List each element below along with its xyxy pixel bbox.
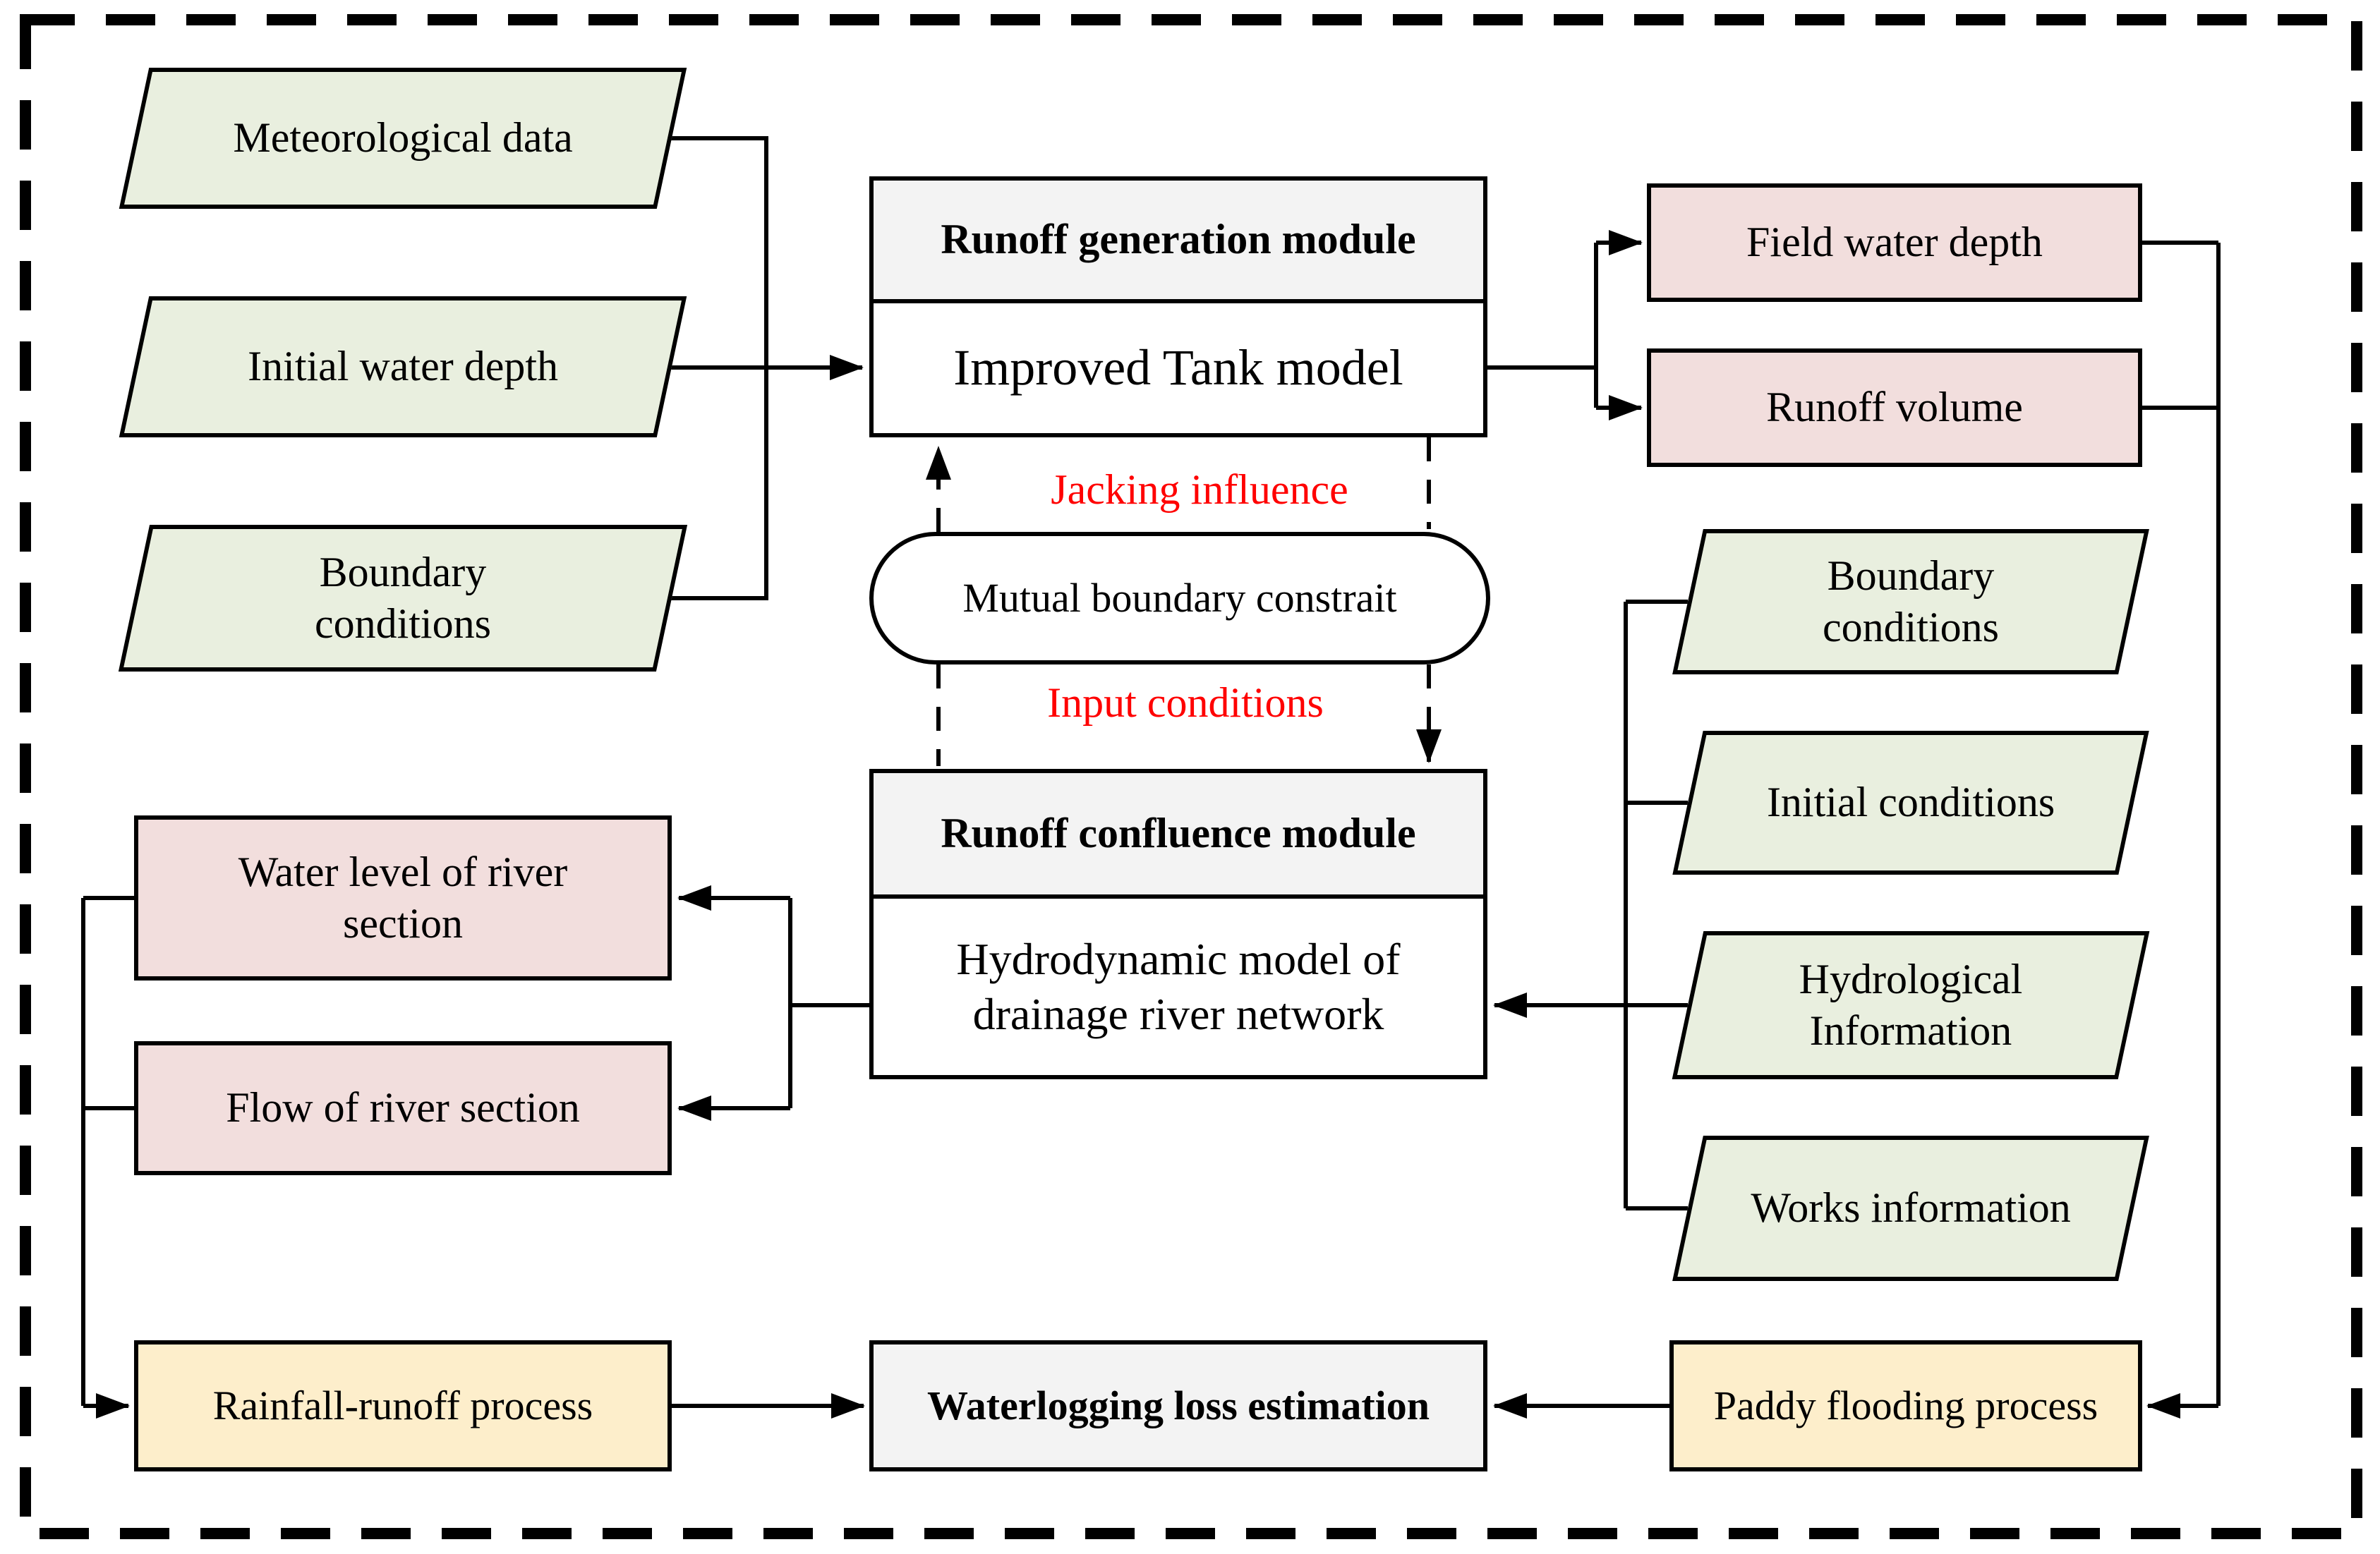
input-meteorological-data: Meteorological data: [119, 68, 687, 209]
node-label: Initial conditions: [1766, 779, 2055, 826]
output-runoff-volume: Runoff volume: [1647, 348, 2142, 467]
node-label: Hydrological Information: [1799, 955, 2023, 1054]
hydrodynamic-model: Hydrodynamic model of drainage river net…: [874, 899, 1483, 1075]
runoff-generation-module-box: Runoff generation module Improved Tank m…: [869, 176, 1487, 437]
output-field-water-depth: Field water depth: [1647, 183, 2142, 302]
line-right-bracket: [1624, 600, 1688, 1210]
input-works-information: Works information: [1672, 1136, 2149, 1281]
node-label: Boundary conditions: [1823, 552, 1999, 650]
input-initial-conditions: Initial conditions: [1672, 731, 2149, 875]
node-label: Meteorological data: [233, 114, 573, 162]
node-label: Works information: [1751, 1184, 2071, 1232]
runoff-confluence-header: Runoff confluence module: [874, 773, 1483, 899]
line-confluence-splitter: [788, 898, 869, 1108]
mutual-boundary-constraint-node: Mutual boundary constrait: [869, 532, 1490, 664]
node-label: Initial water depth: [248, 343, 558, 390]
runoff-confluence-module-box: Runoff confluence module Hydrodynamic mo…: [869, 769, 1487, 1079]
improved-tank-model: Improved Tank model: [874, 303, 1483, 433]
runoff-generation-header: Runoff generation module: [874, 181, 1483, 303]
input-initial-water-depth: Initial water depth: [119, 296, 687, 437]
output-water-level-river-section: Water level of river section: [134, 815, 672, 981]
process-rainfall-runoff: Rainfall-runoff process: [134, 1340, 672, 1471]
line-tank-splitter: [1487, 243, 1598, 408]
line-right-down: [2142, 241, 2221, 1406]
input-boundary-conditions-left: Boundary conditions: [118, 525, 688, 672]
input-hydrological-information: Hydrological Information: [1672, 931, 2150, 1079]
dashed-border: [20, 14, 2362, 1539]
label-input-conditions: Input conditions: [1047, 679, 1324, 726]
node-label: Boundary conditions: [315, 548, 491, 647]
input-boundary-conditions-right: Boundary conditions: [1672, 529, 2149, 674]
line-left-down: [81, 896, 134, 1406]
process-waterlogging-loss-estimation: Waterlogging loss estimation: [869, 1340, 1487, 1471]
label-jacking-influence: Jacking influence: [1051, 466, 1348, 513]
output-flow-river-section: Flow of river section: [134, 1041, 672, 1175]
process-paddy-flooding: Paddy flooding process: [1669, 1340, 2142, 1471]
